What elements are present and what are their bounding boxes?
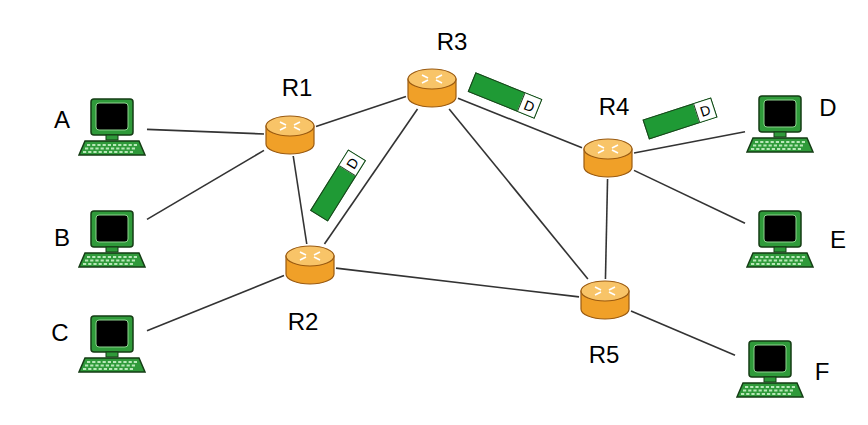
host-label: A <box>54 108 70 132</box>
router-icon <box>284 244 336 286</box>
router-icon <box>264 114 316 156</box>
router: R3 <box>406 67 458 109</box>
packet-header: D <box>339 150 365 175</box>
computer-icon <box>77 97 147 159</box>
packet-header: D <box>693 98 716 122</box>
host-computer: F <box>735 339 805 401</box>
router-label: R5 <box>589 343 620 367</box>
host-label: E <box>830 228 846 252</box>
router-icon <box>582 137 634 179</box>
data-packet: D <box>310 149 366 221</box>
host-computer: D <box>745 94 815 156</box>
computer-icon <box>745 209 815 271</box>
host-computer: B <box>77 209 147 271</box>
router: R4 <box>582 137 634 179</box>
router-icon <box>406 67 458 109</box>
network-link <box>336 268 579 297</box>
packet-header: D <box>517 93 541 117</box>
network-link <box>147 276 284 331</box>
host-label: B <box>54 226 70 250</box>
router-label: R2 <box>288 310 319 334</box>
router-label: R4 <box>599 95 630 119</box>
network-link <box>293 156 307 244</box>
network-link <box>605 179 607 279</box>
packet-dest-label: D <box>343 155 360 171</box>
computer-icon <box>745 94 815 156</box>
host-label: F <box>815 360 830 384</box>
network-link <box>449 109 588 279</box>
host-label: D <box>819 96 836 120</box>
computer-icon <box>735 339 805 401</box>
computer-icon <box>77 314 147 376</box>
host-computer: A <box>77 97 147 159</box>
packet-dest-label: D <box>522 97 537 114</box>
host-label: C <box>51 321 68 345</box>
computer-icon <box>77 209 147 271</box>
router: R1 <box>264 114 316 156</box>
host-computer: C <box>77 314 147 376</box>
network-link <box>631 311 735 355</box>
router-label: R3 <box>437 30 468 54</box>
router: R5 <box>579 279 631 321</box>
host-computer: E <box>745 209 815 271</box>
network-link <box>147 129 264 134</box>
router-label: R1 <box>282 76 313 100</box>
router-icon <box>579 279 631 321</box>
network-link <box>147 150 264 219</box>
data-packet: D <box>643 97 718 139</box>
packet-dest-label: D <box>698 102 712 118</box>
network-link <box>316 97 406 127</box>
router: R2 <box>284 244 336 286</box>
network-link <box>634 170 745 223</box>
data-packet: D <box>468 72 543 118</box>
